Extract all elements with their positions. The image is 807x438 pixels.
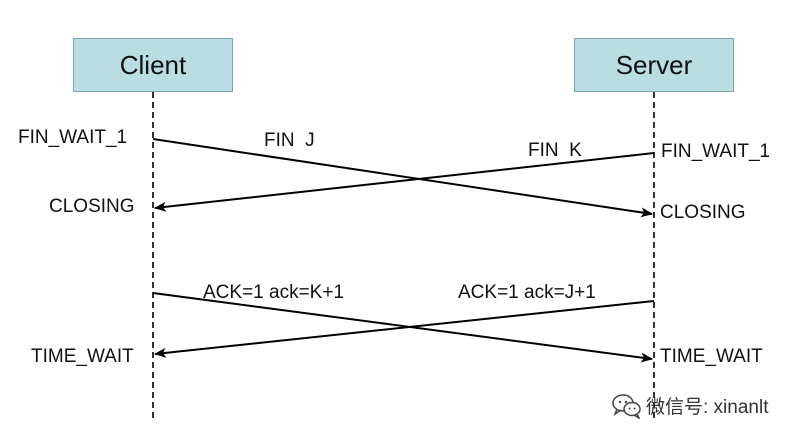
server-state-closing: CLOSING bbox=[660, 202, 746, 223]
message-ack-j-plus-1: ACK=1 ack=J+1 bbox=[458, 282, 596, 303]
client-actor-box: Client bbox=[73, 38, 233, 92]
client-state-fin-wait-1: FIN_WAIT_1 bbox=[18, 127, 128, 148]
wechat-icon bbox=[612, 393, 641, 419]
server-actor-label: Server bbox=[615, 49, 693, 80]
server-state-time-wait: TIME_WAIT bbox=[660, 346, 763, 367]
fin-k-arrow bbox=[154, 152, 655, 212]
message-fin-k: FIN K bbox=[528, 140, 582, 161]
ack-j-arrow bbox=[154, 300, 655, 358]
watermark: 微信号: xinanlt bbox=[612, 392, 768, 419]
server-state-fin-wait-1: FIN_WAIT_1 bbox=[661, 141, 771, 162]
fin-j-arrow bbox=[152, 138, 653, 218]
client-state-closing: CLOSING bbox=[49, 196, 135, 217]
client-actor-label: Client bbox=[119, 49, 187, 80]
watermark-text: 微信号: xinanlt bbox=[646, 397, 769, 418]
client-state-time-wait: TIME_WAIT bbox=[31, 346, 134, 367]
ack-k-arrow bbox=[152, 292, 653, 363]
message-ack-k-plus-1: ACK=1 ack=K+1 bbox=[203, 282, 345, 303]
message-fin-j: FIN J bbox=[264, 130, 315, 151]
server-actor-box: Server bbox=[574, 38, 734, 92]
